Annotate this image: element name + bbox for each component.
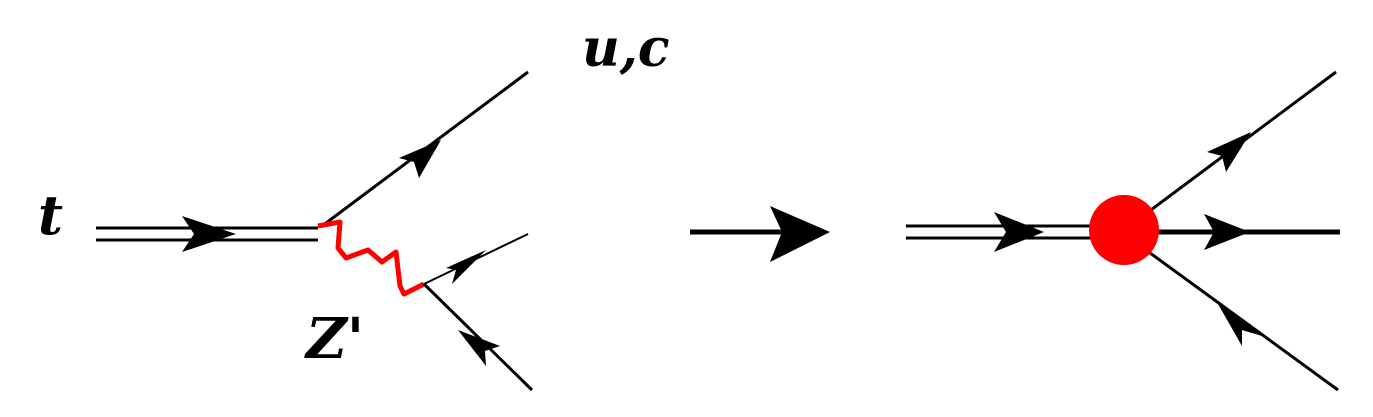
effective-theory-diagram bbox=[906, 70, 1340, 392]
effective-middle-arrow bbox=[1204, 214, 1250, 250]
effective-top-quark-line bbox=[906, 212, 1100, 252]
transition-arrow-head bbox=[770, 206, 830, 262]
effective-top-quark-arrow bbox=[994, 212, 1044, 252]
pair-upper-arrow bbox=[446, 250, 486, 284]
effective-upper-quark-line bbox=[1123, 70, 1337, 232]
z-prime-propagator bbox=[317, 219, 426, 297]
pair-lower-arrow bbox=[458, 330, 500, 366]
top-quark-arrow bbox=[182, 216, 236, 252]
outgoing-quark-arrow bbox=[399, 140, 441, 178]
effective-lower-arrow bbox=[1218, 304, 1262, 346]
effective-lower-quark-line bbox=[1123, 232, 1339, 392]
effective-upper-arrow bbox=[1207, 132, 1251, 172]
effective-vertex-blob bbox=[1089, 195, 1159, 265]
outgoing-quark-line bbox=[321, 70, 529, 228]
z-prime-quark-pair bbox=[422, 233, 534, 392]
transition-arrow bbox=[690, 206, 830, 262]
top-quark-line bbox=[96, 216, 318, 252]
full-theory-diagram: t u,c Z' bbox=[38, 18, 670, 392]
mediator-label: Z' bbox=[304, 306, 364, 372]
final-quarks-label: u,c bbox=[582, 18, 670, 79]
top-quark-label: t bbox=[38, 183, 63, 247]
effective-middle-quark-line bbox=[1124, 214, 1340, 250]
